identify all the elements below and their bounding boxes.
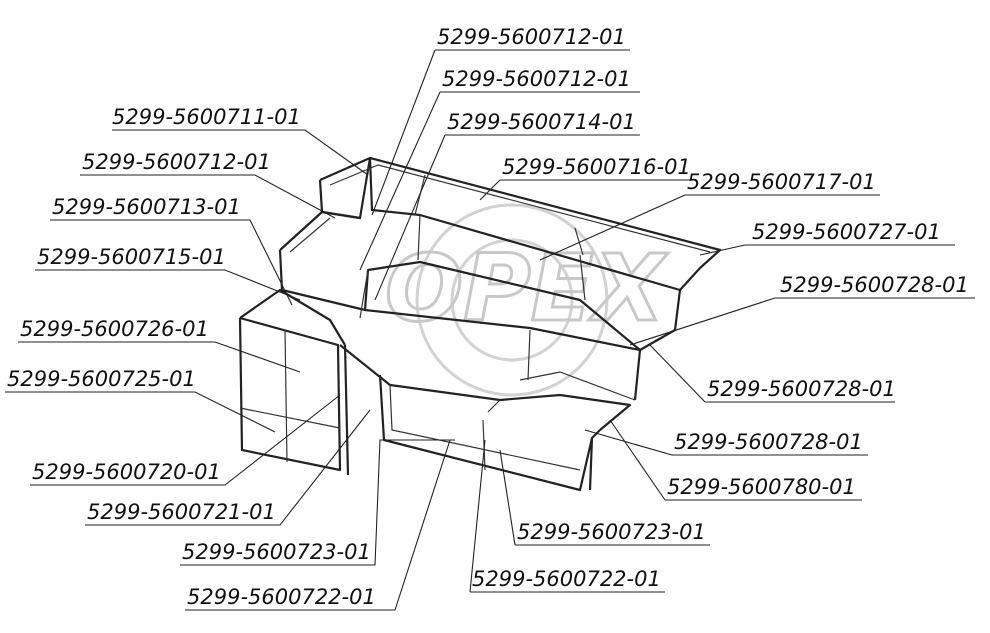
part-label: 5299-5600780-01 [667, 475, 856, 499]
part-label: 5299-5600712-01 [437, 25, 626, 49]
watermark-gear-icon [415, 203, 609, 397]
leader-lines [5, 49, 975, 611]
part-label: 5299-5600711-01 [112, 105, 301, 129]
part-label: 5299-5600728-01 [674, 430, 863, 454]
part-label: 5299-5600722-01 [187, 585, 376, 609]
part-label: 5299-5600723-01 [517, 520, 706, 544]
part-label: 5299-5600716-01 [502, 155, 691, 179]
part-label: 5299-5600721-01 [87, 500, 276, 524]
part-labels: 5299-5600712-01 5299-5600712-01 5299-560… [7, 25, 969, 609]
part-label: 5299-5600728-01 [780, 273, 969, 297]
part-label: 5299-5600728-01 [707, 377, 896, 401]
part-label: 5299-5600712-01 [82, 150, 271, 174]
part-label: 5299-5600714-01 [447, 110, 636, 134]
part-label: 5299-5600717-01 [687, 170, 876, 194]
part-label: 5299-5600722-01 [472, 567, 661, 591]
part-label: 5299-5600726-01 [20, 317, 209, 341]
part-label: 5299-5600725-01 [7, 367, 196, 391]
part-label: 5299-5600727-01 [752, 220, 941, 244]
part-label: 5299-5600723-01 [182, 540, 371, 564]
watermark-text: OPEX [385, 235, 668, 342]
part-label: 5299-5600720-01 [32, 460, 221, 484]
part-label: 5299-5600715-01 [37, 245, 226, 269]
part-label: 5299-5600713-01 [52, 195, 241, 219]
part-label: 5299-5600712-01 [442, 67, 631, 91]
frame-structure [238, 156, 722, 492]
